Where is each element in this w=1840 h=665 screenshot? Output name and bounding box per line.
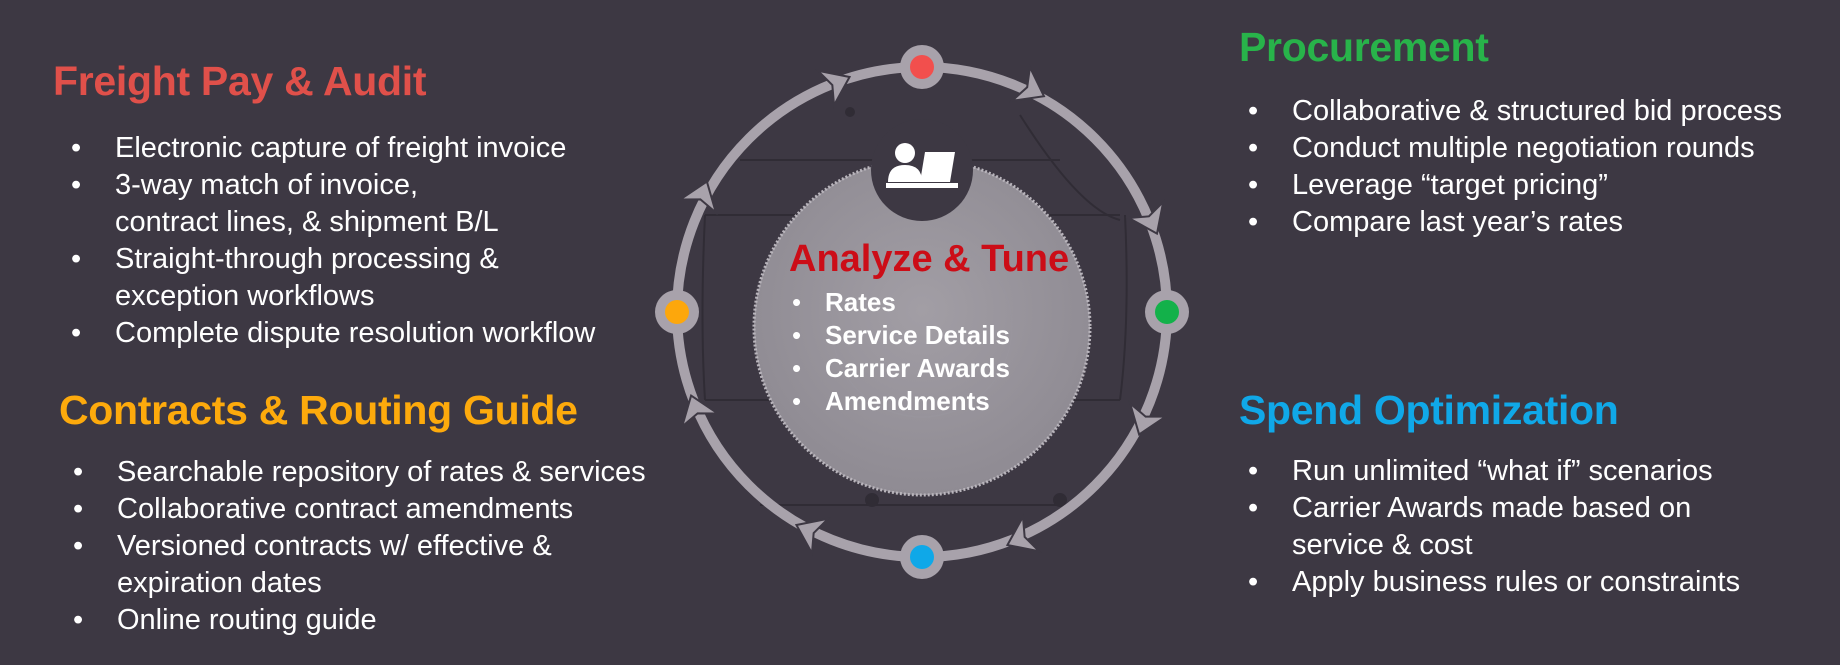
center-title: Analyze & Tune [789, 238, 1070, 280]
list-item: Straight-through processing & exception … [63, 241, 595, 315]
node-left-dot [665, 300, 689, 324]
center-list-item: Carrier Awards [789, 352, 1069, 385]
list-item: Leverage “target pricing” [1240, 167, 1782, 204]
list-item: Collaborative contract amendments [65, 491, 646, 528]
list-item: Electronic capture of freight invoice [63, 130, 595, 167]
list-item: Collaborative & structured bid process [1240, 93, 1782, 130]
list-item: Complete dispute resolution workflow [63, 315, 595, 352]
spend-optimization-section: Spend Optimization Run unlimited “what i… [1239, 387, 1740, 601]
contracts-section: Contracts & Routing Guide Searchable rep… [59, 387, 646, 639]
center-list-item: Rates [789, 286, 1069, 319]
procurement-section: Procurement Collaborative & structured b… [1239, 24, 1782, 241]
ring-arrows [676, 63, 1170, 557]
node-top-dot [910, 55, 934, 79]
list-item: Carrier Awards made based on service & c… [1240, 490, 1740, 564]
node-right-dot [1155, 300, 1179, 324]
center-list-item: Amendments [789, 385, 1069, 418]
center-list-item: Service Details [789, 319, 1069, 352]
freight-pay-title: Freight Pay & Audit [53, 58, 427, 104]
user-laptop-icon [871, 119, 973, 221]
cycle-nodes [655, 45, 1189, 579]
list-item: Conduct multiple negotiation rounds [1240, 130, 1782, 167]
arrow-icon [1005, 513, 1043, 553]
arrow-icon [1128, 400, 1170, 437]
arrow-icon [1125, 198, 1165, 236]
freight-pay-list: Electronic capture of freight invoice 3-… [53, 130, 595, 352]
contracts-title: Contracts & Routing Guide [59, 387, 578, 433]
list-item: Searchable repository of rates & service… [65, 454, 646, 491]
list-item: Run unlimited “what if” scenarios [1240, 453, 1740, 490]
spend-optimization-list: Run unlimited “what if” scenarios Carrie… [1239, 453, 1740, 601]
spend-optimization-title: Spend Optimization [1239, 387, 1619, 433]
arrow-icon [676, 179, 718, 216]
arrow-icon [1008, 63, 1046, 103]
procurement-title: Procurement [1239, 24, 1489, 70]
node-bottom-dot [910, 545, 934, 569]
freight-pay-section: Freight Pay & Audit Electronic capture o… [53, 58, 595, 352]
procurement-list: Collaborative & structured bid process C… [1239, 93, 1782, 241]
list-item: Online routing guide [65, 602, 646, 639]
list-item: Compare last year’s rates [1240, 204, 1782, 241]
center-list: Rates Service Details Carrier Awards Ame… [789, 286, 1069, 418]
contracts-list: Searchable repository of rates & service… [59, 454, 646, 639]
list-item: Versioned contracts w/ effective & expir… [65, 528, 646, 602]
arrow-icon [814, 69, 852, 109]
center-block: Analyze & Tune Rates Service Details Car… [789, 238, 1069, 418]
arrow-icon [794, 517, 832, 557]
list-item: 3-way match of invoice, contract lines, … [63, 167, 595, 241]
arrow-icon [680, 393, 722, 430]
list-item: Apply business rules or constraints [1240, 564, 1740, 601]
